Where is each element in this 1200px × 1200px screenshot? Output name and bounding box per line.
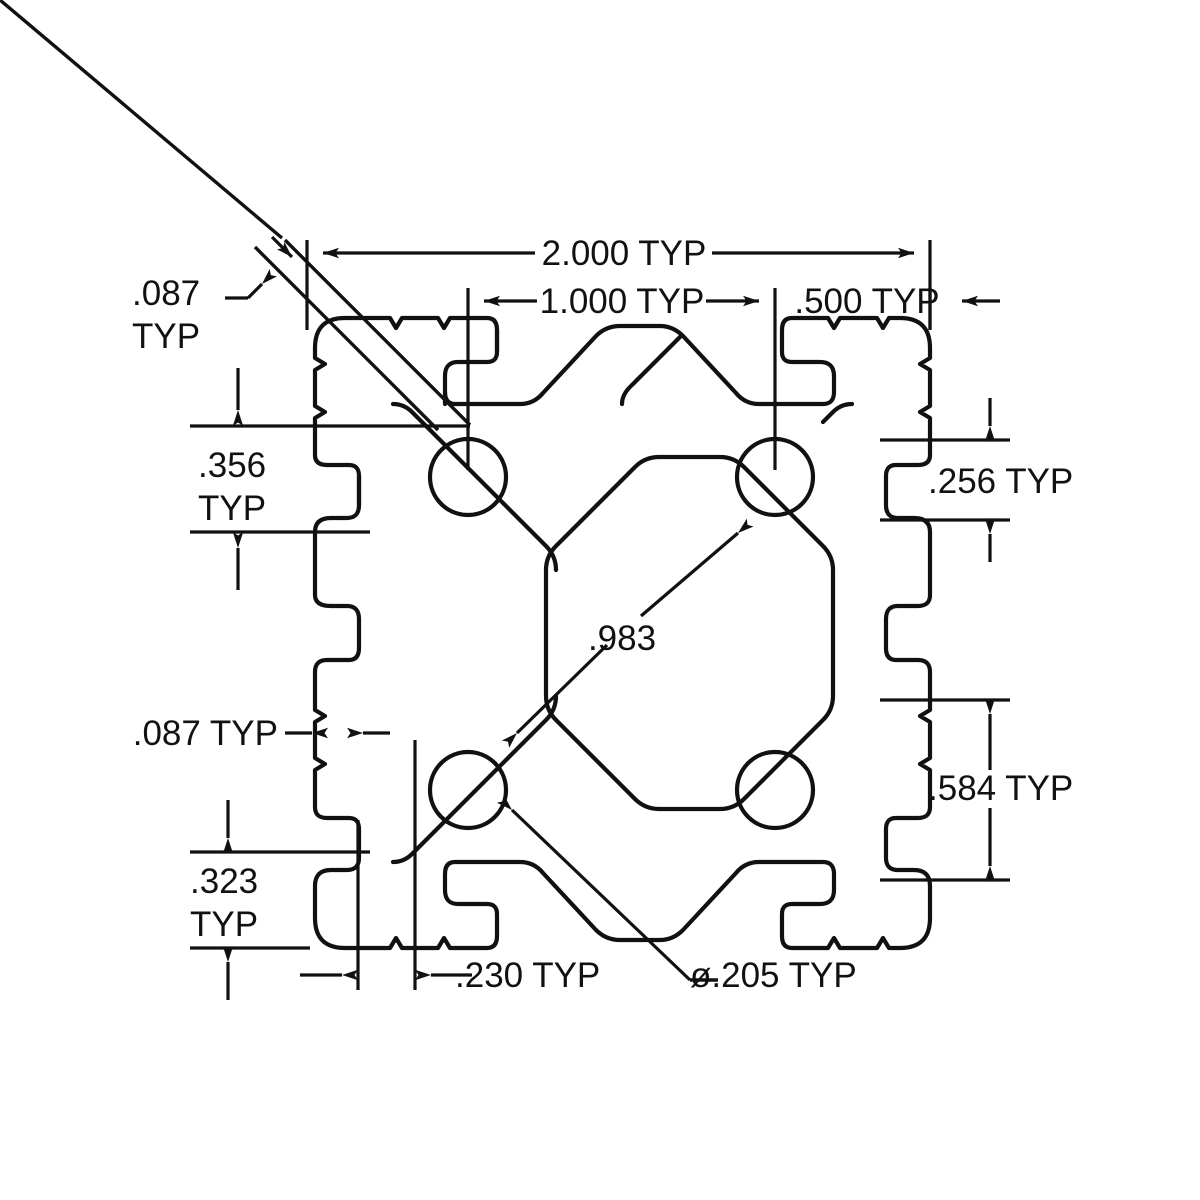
- dim-left-lower: .323 TYP: [190, 800, 370, 1000]
- dim-label-right-lower: .584 TYP: [928, 769, 1073, 808]
- dim-label-left-upper: .356: [198, 446, 266, 485]
- dim-label-center-diagonal: .983: [588, 619, 656, 658]
- section-diagonal-lines: [0, 0, 472, 432]
- dim-label-bottom-rib: .230 TYP: [455, 956, 600, 995]
- dim-label-right-upper: .256 TYP: [928, 462, 1073, 501]
- dim-right-upper: .256 TYP: [880, 398, 1073, 562]
- center-cavity: [0, 0, 680, 404]
- dim-overall-width: 2.000 TYP: [305, 234, 932, 330]
- dim-left-wall: .087 TYP: [133, 714, 390, 753]
- dim-label-left-lower: .323: [190, 862, 258, 901]
- dim-label-overall-width: 2.000 TYP: [542, 234, 707, 273]
- dim-label-half-width: 1.000 TYP: [540, 282, 705, 321]
- rib-top-right: [820, 401, 855, 425]
- rib-bottom-left: [390, 693, 559, 865]
- rib-top-left: [390, 401, 559, 573]
- dim-label-wall-diagonal: .087: [132, 274, 200, 313]
- leader-bore-diameter: ø.205 TYP: [496, 795, 857, 995]
- dim-label-bore-diameter: ø.205 TYP: [690, 956, 857, 995]
- dim-right-lower: .584 TYP: [880, 698, 1073, 882]
- dim-left-upper: .356 TYP: [190, 368, 470, 590]
- dim-label-quarter-width: .500 TYP: [794, 282, 939, 321]
- dim-bottom-rib: .230 TYP: [300, 740, 600, 995]
- dim-wall-diagonal: .087 TYP: [132, 235, 294, 356]
- bore-bottom-right: [734, 749, 816, 831]
- dim-label-left-upper-typ: TYP: [198, 489, 266, 528]
- dim-half-width: 1.000 TYP: [466, 282, 777, 470]
- center-cavity-octagon: [543, 454, 836, 812]
- dim-quarter-width: .500 TYP: [794, 282, 1000, 330]
- dim-label-left-wall: .087 TYP: [133, 714, 278, 753]
- dim-center-diagonal: .983: [501, 518, 754, 748]
- profile-outer-boundary: [312, 315, 933, 951]
- bore-bottom-left: [427, 749, 509, 831]
- dim-label-left-lower-typ: TYP: [190, 905, 258, 944]
- extrusion-profile: [0, 0, 933, 951]
- dim-label-wall-diagonal-typ: TYP: [132, 317, 200, 356]
